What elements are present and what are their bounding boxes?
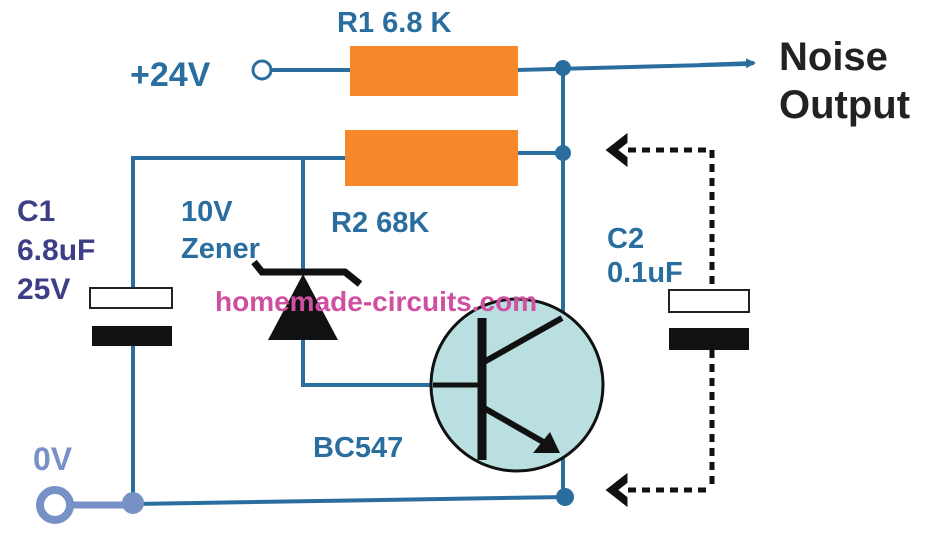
- resistor-r1: [350, 46, 518, 96]
- label-c1-value: 6.8uF: [17, 234, 95, 267]
- c2-chevron-bottom-icon: [605, 472, 628, 508]
- wire-ground-rail: [69, 494, 568, 508]
- label-transistor: BC547: [313, 432, 403, 464]
- label-zener-line1: 10V: [181, 196, 233, 228]
- ground-terminal-dot: [122, 492, 144, 514]
- transistor-emitter: [482, 405, 554, 450]
- label-r2: R2 68K: [331, 207, 429, 239]
- label-c1-voltage: 25V: [17, 273, 70, 306]
- capacitor-c1-plate-top: [89, 287, 173, 309]
- zener-bar-icon: [251, 259, 363, 287]
- capacitor-c2-plate-bottom: [669, 328, 749, 350]
- junction-r2-right: [555, 145, 571, 161]
- transistor-bc547: [429, 297, 605, 473]
- zener-diode: [251, 259, 363, 340]
- resistor-r2: [345, 130, 518, 186]
- transistor-collector: [482, 315, 564, 365]
- junction-top-right: [555, 60, 571, 76]
- output-arrow: [699, 58, 756, 69]
- junction-bottom-right: [556, 488, 574, 506]
- label-c2-name: C2: [607, 223, 644, 255]
- transistor-emitter-arrow-icon: [533, 432, 560, 453]
- label-c2-value: 0.1uF: [607, 257, 683, 289]
- transistor-body: [429, 297, 605, 473]
- label-r1: R1 6.8 K: [337, 7, 451, 39]
- label-c1-name: C1: [17, 195, 55, 228]
- label-noise-line1: Noise: [779, 35, 888, 79]
- ground-terminal: [36, 486, 74, 524]
- zener-triangle-icon: [268, 274, 338, 340]
- supply-terminal: [251, 59, 273, 81]
- label-noise-line2: Output: [779, 83, 910, 127]
- label-zener-line2: Zener: [181, 233, 260, 265]
- c2-dotted-wires: [628, 147, 715, 493]
- watermark-text: homemade-circuits.com: [215, 286, 537, 317]
- c2-chevron-top-icon: [605, 132, 628, 168]
- capacitor-c2-plate-top: [668, 289, 750, 313]
- capacitor-c1-plate-bottom: [92, 326, 172, 346]
- label-supply: +24V: [130, 56, 211, 94]
- label-ground: 0V: [33, 441, 73, 477]
